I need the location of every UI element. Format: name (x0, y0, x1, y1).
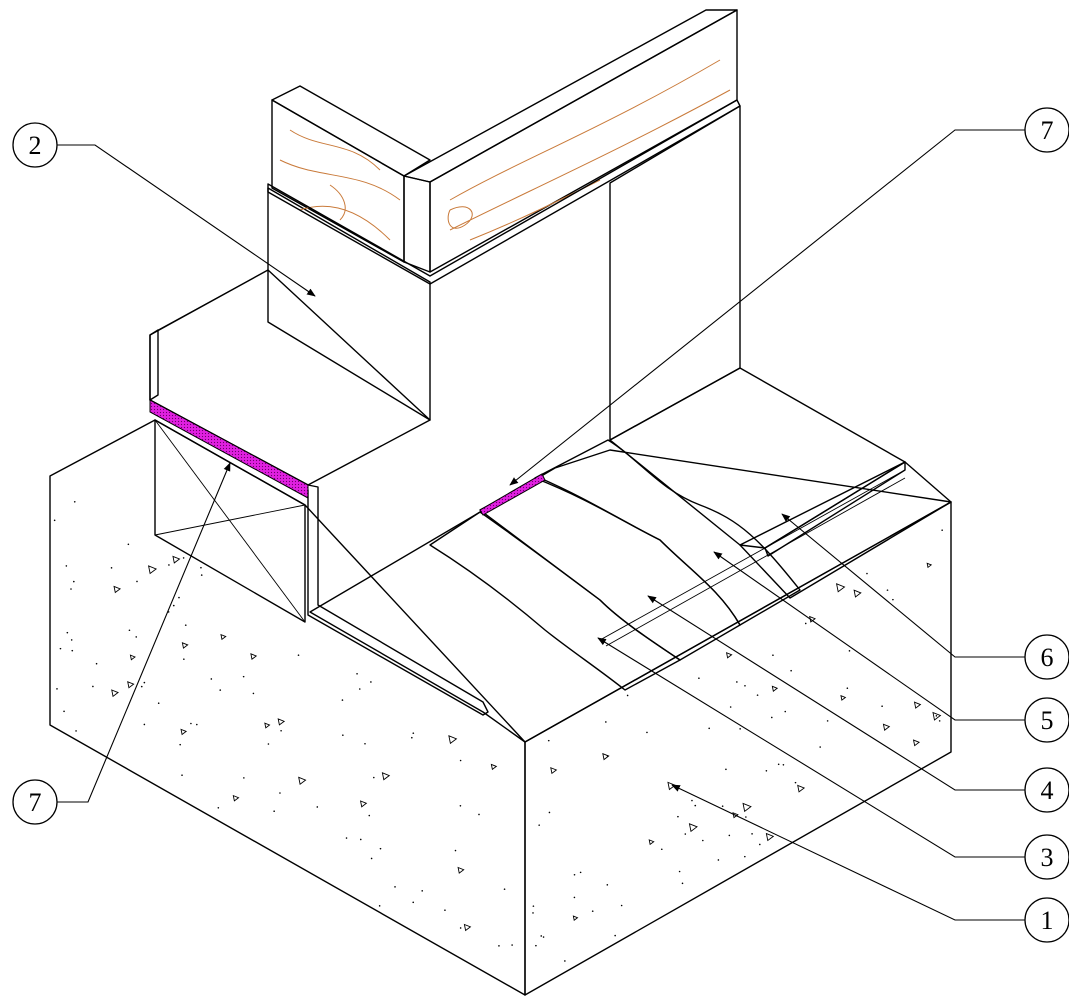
callout-5: 5 (1024, 697, 1069, 743)
callout-4: 4 (1024, 767, 1069, 813)
magenta-strip-left (149, 399, 309, 499)
callout-3-label: 3 (1041, 843, 1054, 872)
callout-6-label: 6 (1041, 643, 1054, 672)
layer-divider-lines (599, 469, 906, 647)
callout-2: 2 (12, 122, 58, 168)
callout-7-top-label: 7 (1041, 116, 1054, 145)
callout-4-label: 4 (1041, 776, 1054, 805)
green-layer (609, 105, 952, 599)
callout-7-left-label: 7 (29, 788, 42, 817)
callout-1: 1 (1024, 897, 1069, 943)
callout-7-top: 7 (1024, 107, 1069, 153)
callout-5-label: 5 (1041, 706, 1054, 735)
wood-frame (267, 9, 741, 285)
concrete-aggregate-marks (53, 501, 943, 962)
leader-lines (57, 129, 1025, 921)
callout-6: 6 (1024, 634, 1069, 680)
callout-3: 3 (1024, 834, 1069, 880)
callout-1-label: 1 (1041, 906, 1054, 935)
granular-layer (534, 439, 801, 626)
callout-7-left: 7 (12, 779, 58, 825)
magenta-strip-right (479, 473, 546, 516)
callout-2-label: 2 (29, 131, 42, 160)
gray-membrane (149, 187, 489, 716)
cyan-mesh-layer (429, 511, 681, 691)
